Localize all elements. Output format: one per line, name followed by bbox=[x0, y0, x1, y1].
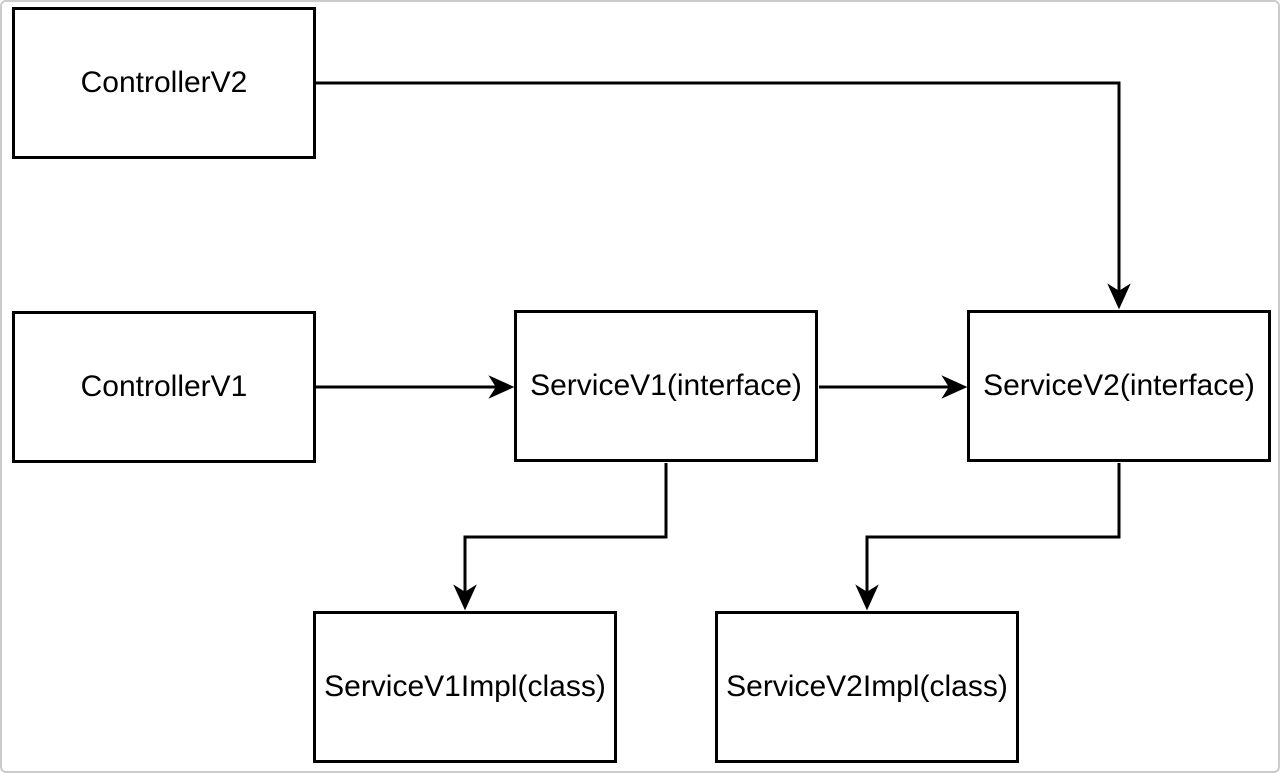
node-label: ServiceV1Impl(class) bbox=[324, 670, 606, 703]
node-service-v2-impl-class: ServiceV2Impl(class) bbox=[715, 611, 1019, 763]
node-label: ServiceV2(interface) bbox=[983, 369, 1255, 402]
node-controller-v1: ControllerV1 bbox=[12, 311, 316, 463]
arrowhead-down-icon bbox=[855, 584, 879, 611]
node-service-v1-interface: ServiceV1(interface) bbox=[514, 310, 818, 462]
edge-servicev1-to-servicev1impl bbox=[453, 463, 668, 611]
edge-servicev2-to-servicev2impl bbox=[855, 463, 1121, 611]
edge-controllerv1-to-servicev1 bbox=[316, 375, 515, 399]
arrowhead-right-icon bbox=[941, 375, 968, 399]
node-label: ControllerV2 bbox=[80, 66, 248, 99]
node-label: ControllerV1 bbox=[80, 370, 248, 403]
node-controller-v2: ControllerV2 bbox=[12, 7, 316, 159]
node-label: ServiceV2Impl(class) bbox=[726, 670, 1008, 703]
arrowhead-down-icon bbox=[1107, 283, 1131, 310]
arrowhead-right-icon bbox=[488, 375, 515, 399]
edge-controllerv2-to-servicev2 bbox=[316, 81, 1131, 310]
arrowhead-down-icon bbox=[453, 584, 477, 611]
node-service-v2-interface: ServiceV2(interface) bbox=[967, 310, 1271, 462]
edge-servicev1-to-servicev2 bbox=[819, 375, 968, 399]
node-service-v1-impl-class: ServiceV1Impl(class) bbox=[313, 611, 617, 763]
node-label: ServiceV1(interface) bbox=[530, 369, 802, 402]
